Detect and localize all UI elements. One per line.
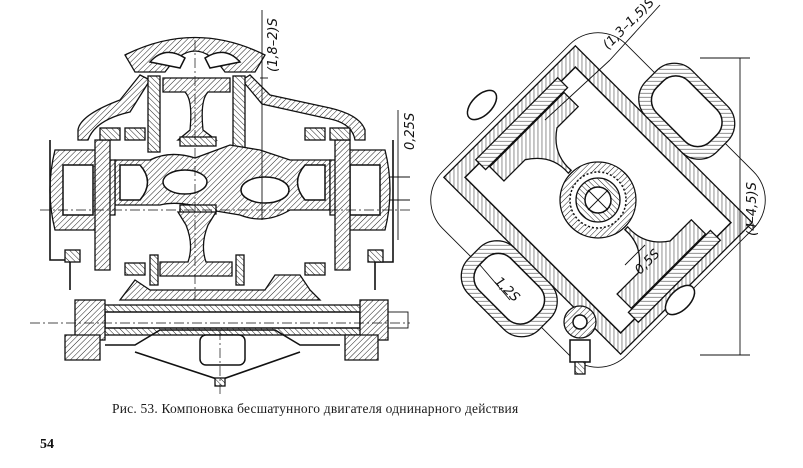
dim-label-height: (4–4,5)S	[745, 182, 760, 236]
bottom-plug	[569, 339, 591, 363]
figure-caption: Рис. 53. Компоновка бесшатунного двигате…	[112, 401, 519, 416]
dim-label-offset: 0,25S	[403, 113, 418, 150]
sump-drain	[199, 334, 246, 366]
lower-piston	[159, 211, 233, 277]
right-section-view: (1,3–1,5)S (4–4,5)S 1,2S 0,5S	[430, 0, 766, 375]
dim-line-bore	[544, 59, 611, 121]
dim-label-bore: (1,3–1,5)S	[600, 0, 657, 53]
piston-bottom	[616, 218, 707, 310]
liner-upper-right	[232, 75, 246, 153]
liner-upper-left	[147, 75, 161, 153]
left-section-view: (1,8–2)S 0,25S	[30, 10, 418, 395]
engine-figure: (1,8–2)S 0,25S	[30, 0, 766, 395]
piston-top	[488, 91, 580, 182]
page-number: 54	[40, 437, 54, 452]
upper-piston	[162, 77, 231, 141]
lower-shaft-bearing-left	[74, 299, 106, 341]
engine-drawing: (1,8–2)S 0,25S	[30, 0, 766, 395]
valve-lower	[664, 284, 696, 316]
lower-shaft-bearing-right	[359, 299, 389, 341]
dim-label-stroke: (1,8–2)S	[266, 18, 281, 72]
lower-frame	[118, 274, 322, 301]
valve-upper	[466, 89, 498, 121]
upper-casing-right	[241, 74, 366, 141]
upper-casing-left	[77, 74, 151, 141]
